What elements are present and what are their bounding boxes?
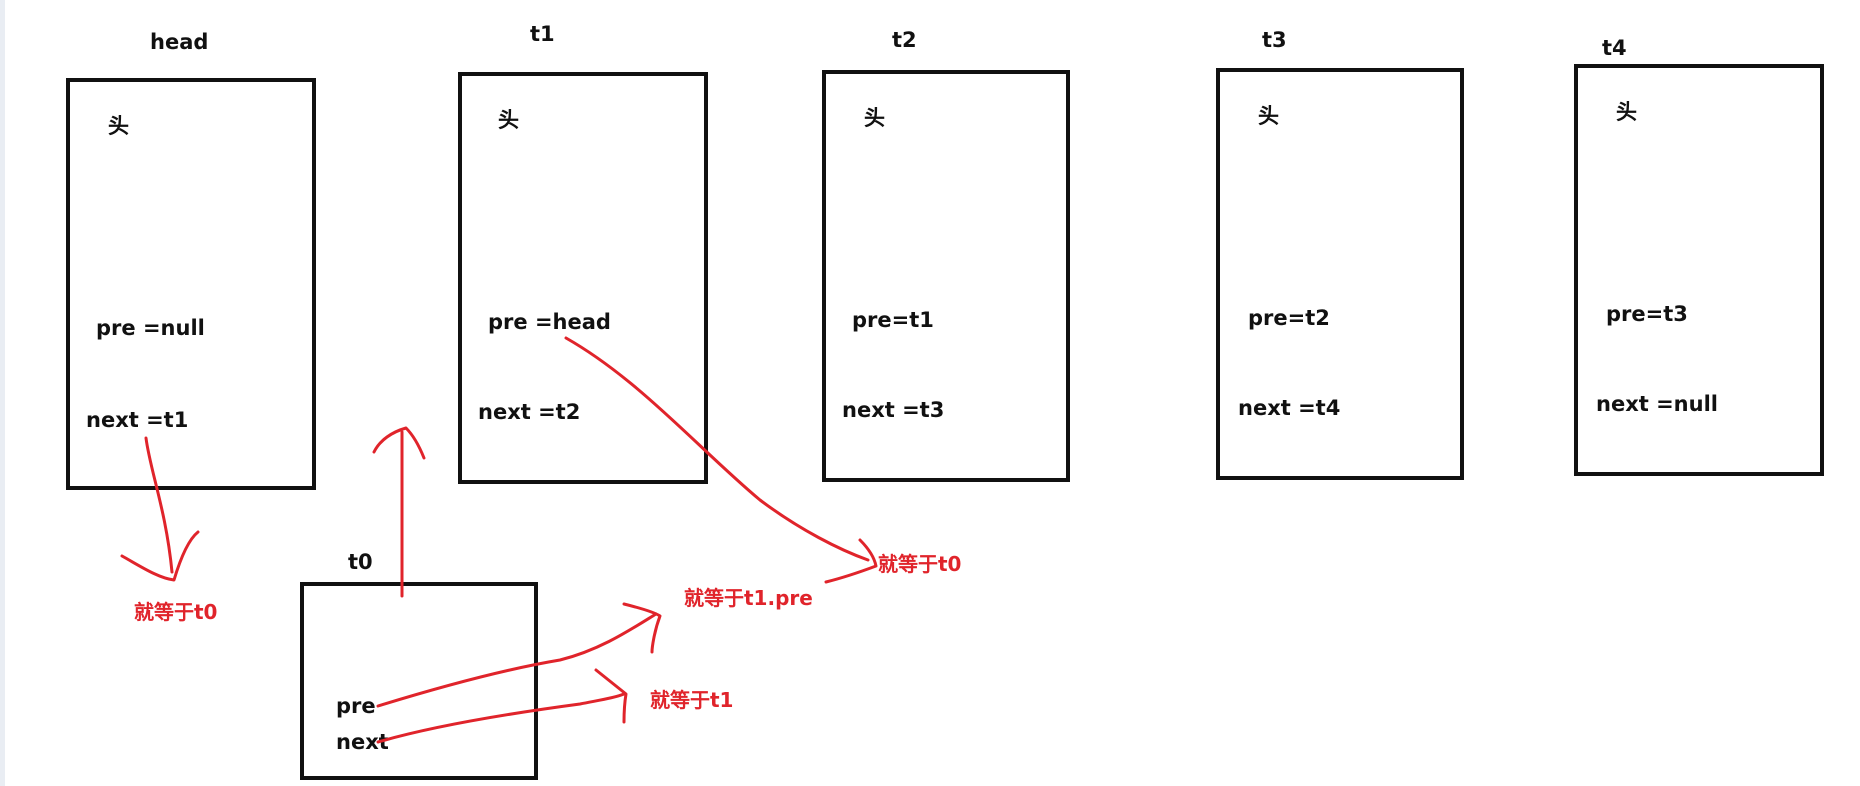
node-t1-next: next =t2 [478, 400, 581, 424]
node-t4-head-char: 头 [1616, 100, 1637, 124]
annotation-t1-pre: 就等于t0 [878, 552, 962, 576]
node-t2-next: next =t3 [842, 398, 945, 422]
node-t3-title: t3 [1262, 28, 1287, 52]
node-t4-next: next =null [1596, 392, 1718, 416]
node-t0-pre: pre [336, 694, 376, 718]
node-t3-next: next =t4 [1238, 396, 1341, 420]
node-t3-pre: pre=t2 [1248, 306, 1330, 330]
node-head-head-char: 头 [108, 114, 129, 138]
node-t0-next: next [336, 730, 389, 754]
node-t3-box [1216, 68, 1464, 480]
node-t4-title: t4 [1602, 36, 1627, 60]
arrow-t0-next [376, 692, 626, 744]
node-t4-box [1574, 64, 1824, 476]
node-head-box [66, 78, 316, 490]
arrow-t0-pre [376, 612, 658, 708]
node-t0-box [300, 582, 538, 780]
node-t3-head-char: 头 [1258, 104, 1279, 128]
node-t2-box [822, 70, 1070, 482]
arrow-head-next [144, 436, 174, 574]
node-head-next: next =t1 [86, 408, 189, 432]
node-t1-pre: pre =head [488, 310, 611, 334]
node-t2-head-char: 头 [864, 106, 885, 130]
window-edge [0, 0, 5, 786]
node-t4-pre: pre=t3 [1606, 302, 1688, 326]
node-head-pre: pre =null [96, 316, 205, 340]
arrowhead-t0-up [372, 426, 426, 460]
arrowhead-head-next [120, 530, 200, 582]
arrowhead-t0-pre [622, 602, 662, 654]
annotation-t0-pre: 就等于t1.pre [684, 586, 813, 610]
arrowhead-t0-next [594, 668, 628, 724]
arrowhead-t1-pre [824, 538, 878, 584]
arrow-t1-pre [564, 336, 870, 562]
annotation-t0-next: 就等于t1 [650, 688, 734, 712]
node-t1-box [458, 72, 708, 484]
node-t2-pre: pre=t1 [852, 308, 934, 332]
node-t1-head-char: 头 [498, 108, 519, 132]
node-t0-title: t0 [348, 550, 373, 574]
node-head-title: head [150, 30, 209, 54]
annotation-head-next: 就等于t0 [134, 600, 218, 624]
node-t2-title: t2 [892, 28, 917, 52]
node-t1-title: t1 [530, 22, 555, 46]
